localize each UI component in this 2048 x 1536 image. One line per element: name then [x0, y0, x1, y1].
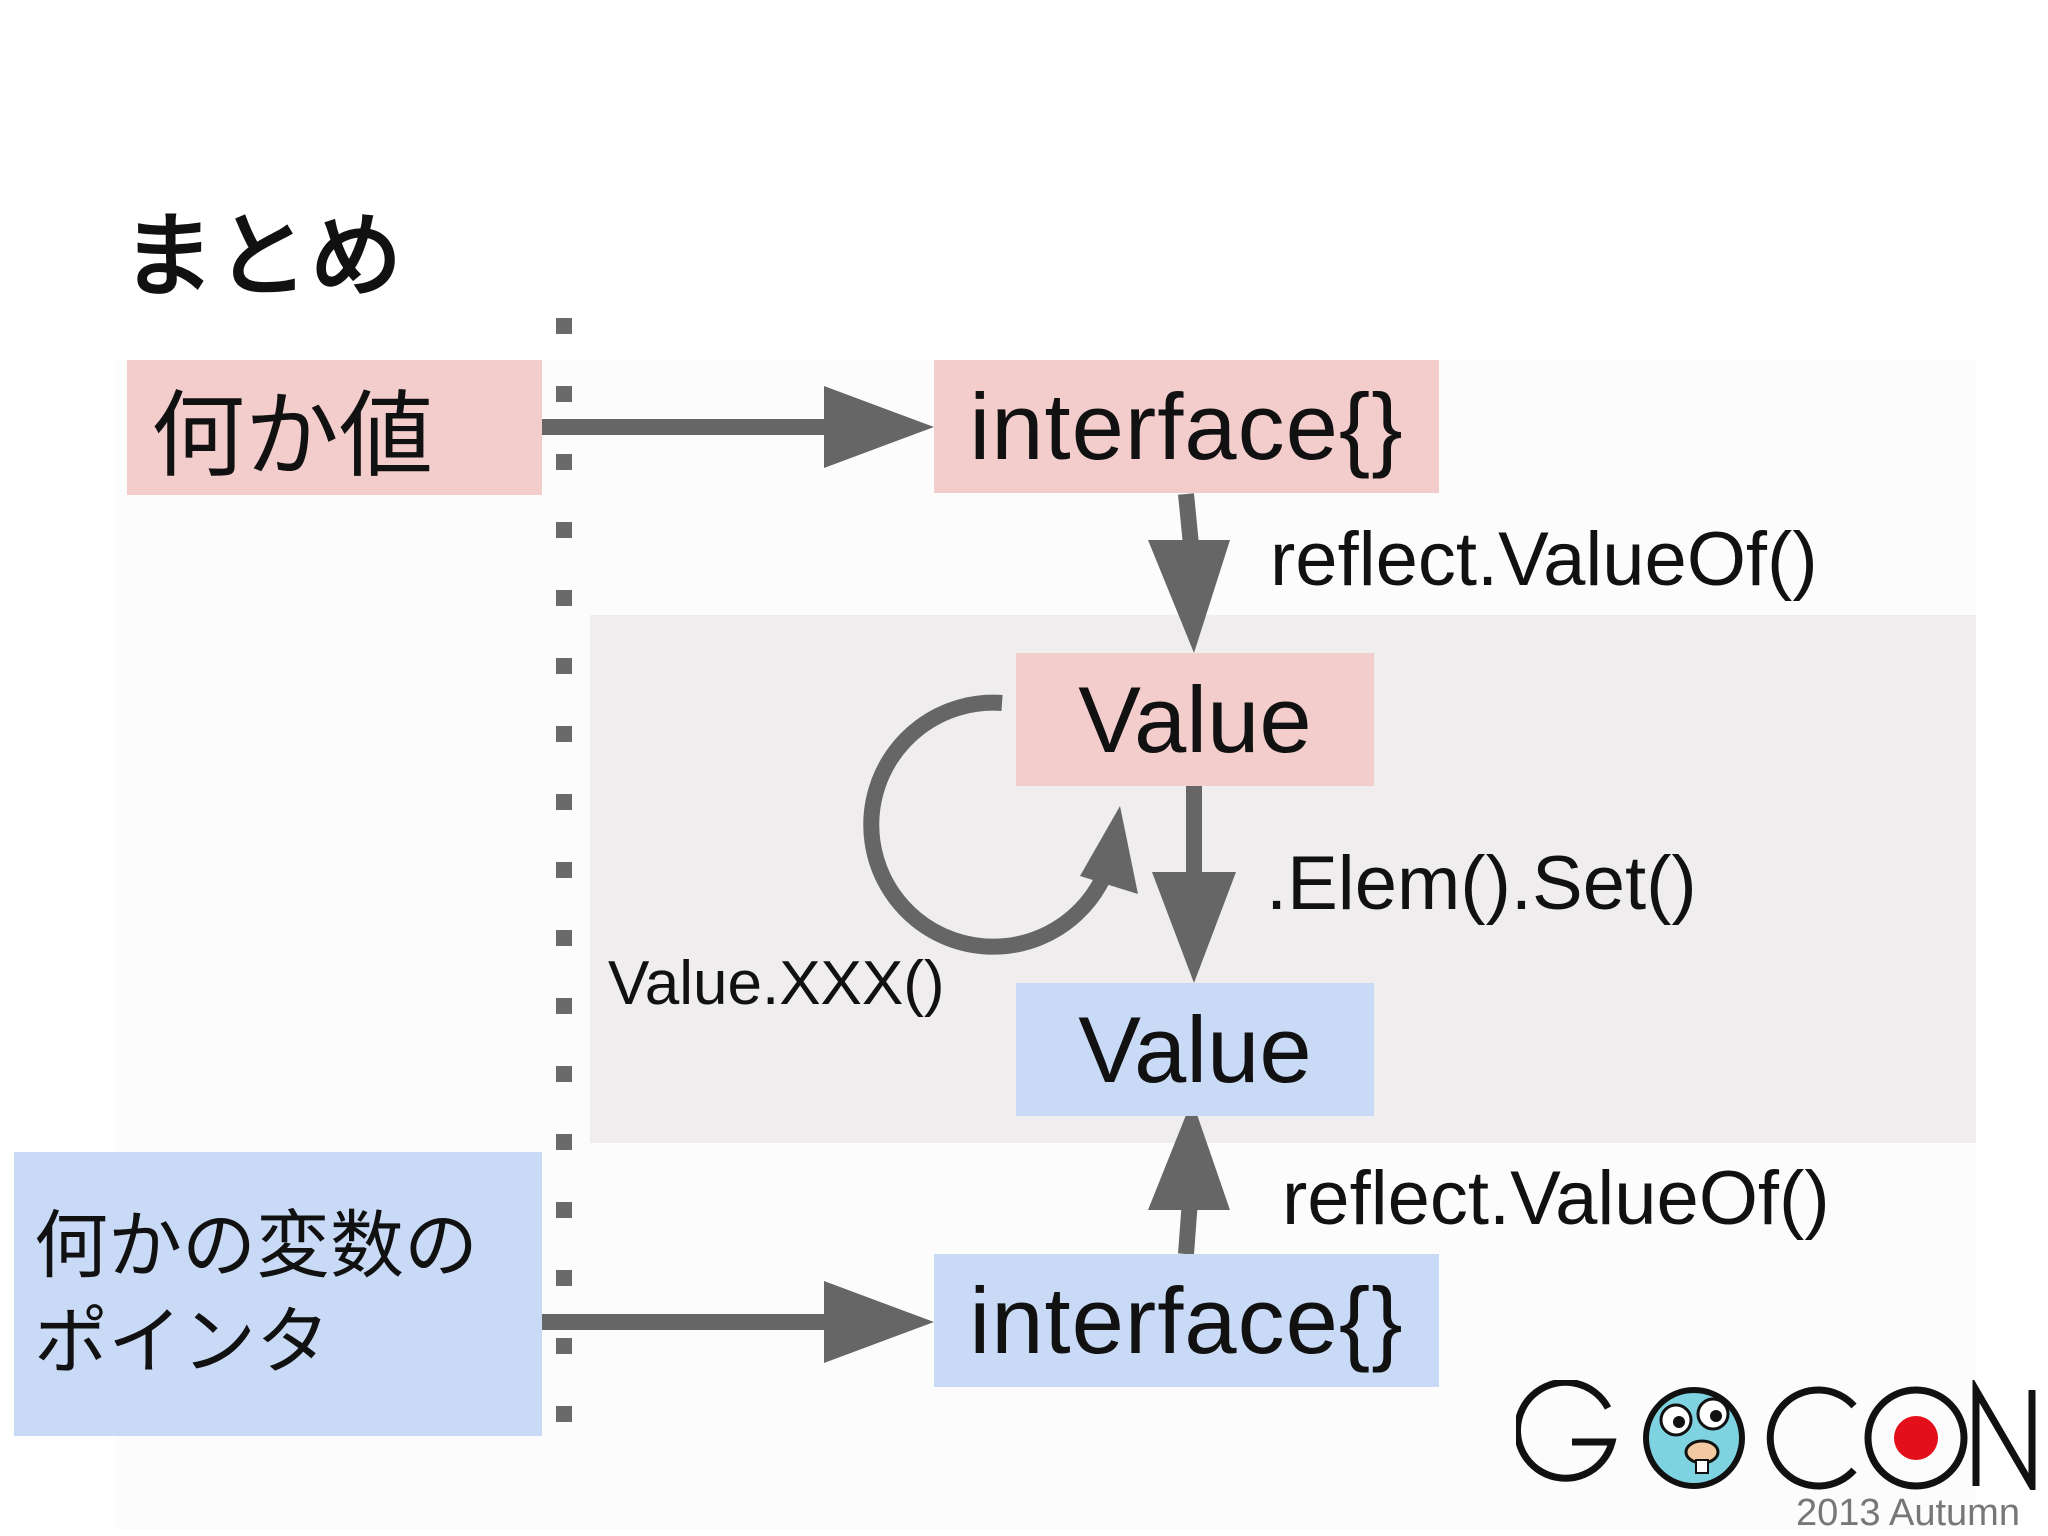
- source-value-box: 何か値: [127, 360, 542, 495]
- logo-letter-o: [1864, 1386, 1968, 1490]
- interface-bottom-box: interface{}: [934, 1254, 1439, 1387]
- arrow-head-down-1: [1148, 540, 1230, 653]
- arrow-head-bottom-right: [824, 1281, 934, 1363]
- source-pointer-label: 何かの変数の ポインタ: [34, 1202, 478, 1385]
- source-value-label: 何か値: [151, 381, 434, 491]
- value-bottom-label: Value: [1078, 996, 1312, 1102]
- dotted-separator: [556, 318, 572, 1436]
- logo-letter-g: [1516, 1380, 1617, 1482]
- arrow-head-up: [1148, 1100, 1230, 1210]
- gopher-icon: [1643, 1387, 1745, 1489]
- arrow-head-top-right: [824, 386, 934, 468]
- value-top-label: Value: [1078, 666, 1312, 772]
- logo-year: 2013 Autumn: [1796, 1492, 2020, 1534]
- edge-label-reflect-bottom: reflect.ValueOf(): [1282, 1156, 1830, 1241]
- interface-top-label: interface{}: [969, 373, 1404, 479]
- gocon-logo: [1516, 1380, 2036, 1490]
- logo-red-dot: [1894, 1416, 1938, 1460]
- logo-letter-n: [1972, 1380, 2036, 1490]
- edge-label-value-xxx: Value.XXX(): [608, 949, 945, 1018]
- slide-title: まとめ: [122, 203, 405, 310]
- interface-top-box: interface{}: [934, 360, 1439, 493]
- arrow-head-down-2: [1152, 872, 1236, 983]
- edge-label-reflect-top: reflect.ValueOf(): [1270, 517, 1818, 602]
- interface-bottom-label: interface{}: [969, 1267, 1404, 1373]
- self-loop-arc: [863, 694, 1110, 955]
- value-top-box: Value: [1016, 653, 1374, 786]
- value-bottom-box: Value: [1016, 983, 1374, 1116]
- source-pointer-box: 何かの変数の ポインタ: [14, 1152, 542, 1436]
- logo-letter-c: [1766, 1386, 1857, 1490]
- self-loop-arrow-head: [1080, 806, 1138, 894]
- edge-label-elem-set: .Elem().Set(): [1266, 841, 1697, 926]
